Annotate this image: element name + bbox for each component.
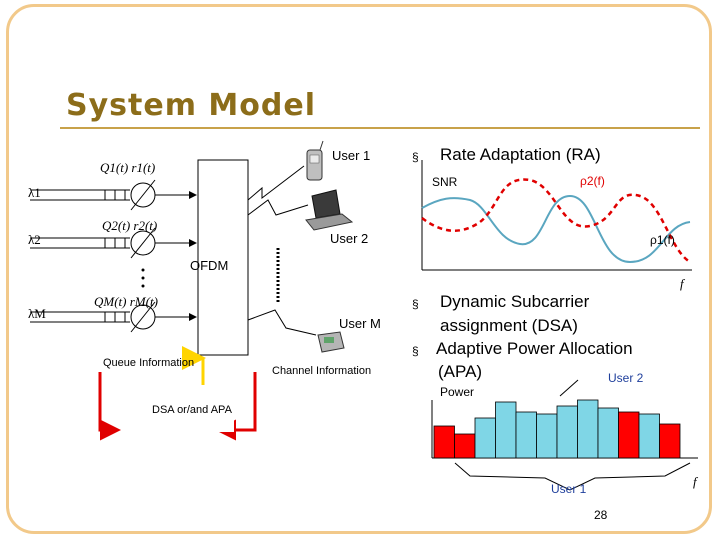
power-bar	[597, 407, 619, 459]
lambda-M-label: λM	[28, 306, 46, 321]
queue-M-rate-label: QM(t) rM(t)	[94, 294, 158, 309]
power-bar	[556, 405, 578, 459]
ofdm-block	[197, 159, 249, 356]
lambda-1-label: λ1	[28, 185, 41, 200]
power-bar	[474, 417, 496, 459]
bullet-rate-adaptation: Rate Adaptation (RA)	[440, 145, 601, 164]
queue-M	[30, 301, 197, 333]
link-user-2	[247, 199, 309, 216]
power-bar	[536, 413, 558, 459]
power-bar	[454, 433, 476, 459]
phone-icon	[306, 140, 324, 181]
queue-information-label: Queue Information	[103, 357, 195, 369]
snr-plot	[421, 160, 692, 271]
slide-frame	[6, 4, 712, 534]
f-axis-top-label: f	[680, 276, 684, 291]
laptop-icon	[305, 189, 354, 231]
user-2-bar-label: User 2	[608, 371, 644, 385]
snr-label: SNR	[432, 175, 458, 189]
power-bar	[577, 399, 599, 459]
bullet-marker-3: §	[412, 344, 419, 358]
bullet-marker-2: §	[412, 297, 419, 311]
user-2-pointer	[559, 379, 579, 397]
bullet-apa-line-1: Adaptive Power Allocation	[436, 339, 633, 358]
bullet-marker-1: §	[412, 150, 419, 164]
link-user-1	[247, 165, 305, 201]
dsa-apa-label: DSA or/and APA	[152, 404, 232, 416]
rho2-label: ρ2(f)	[580, 174, 605, 188]
bullet-dsa-line-1: Dynamic Subcarrier	[440, 292, 590, 311]
link-user-M	[247, 309, 317, 336]
queue-2-rate-label: Q2(t) r2(t)	[102, 218, 158, 233]
power-axis-label: Power	[440, 385, 475, 399]
bullet-apa-line-2: (APA)	[438, 362, 483, 381]
bullet-dsa-line-2: assignment (DSA)	[440, 316, 578, 335]
rho1-curve	[421, 194, 691, 264]
queue-2	[30, 227, 197, 259]
rho2-curve	[421, 178, 691, 264]
power-bar	[659, 423, 681, 459]
feedback-loop	[98, 346, 257, 441]
pda-icon	[317, 331, 345, 353]
lambda-2-label: λ2	[28, 232, 41, 247]
power-bar	[515, 411, 537, 459]
channel-information-label: Channel Information	[272, 365, 372, 377]
queue-1-rate-label: Q1(t) r1(t)	[100, 160, 156, 175]
user-2-label: User 2	[330, 231, 369, 246]
power-bar	[638, 413, 660, 459]
ofdm-label: OFDM	[190, 258, 229, 273]
power-bar	[618, 411, 640, 459]
title-underline	[60, 127, 700, 129]
slide-title: System Model	[66, 88, 316, 123]
page-number: 28	[594, 508, 608, 522]
queue-ellipsis	[141, 268, 145, 288]
power-bar	[495, 401, 517, 459]
user-1-label: User 1	[332, 148, 371, 163]
user-M-label: User M	[339, 316, 381, 331]
power-bar	[433, 425, 455, 459]
f-axis-bottom-label: f	[693, 474, 697, 489]
user-1-brace	[454, 462, 691, 491]
user-1-bar-label: User 1	[551, 482, 587, 496]
power-bar-chart	[431, 399, 698, 459]
queue-1	[30, 179, 197, 211]
rho1-label: ρ1(f)	[650, 233, 675, 247]
